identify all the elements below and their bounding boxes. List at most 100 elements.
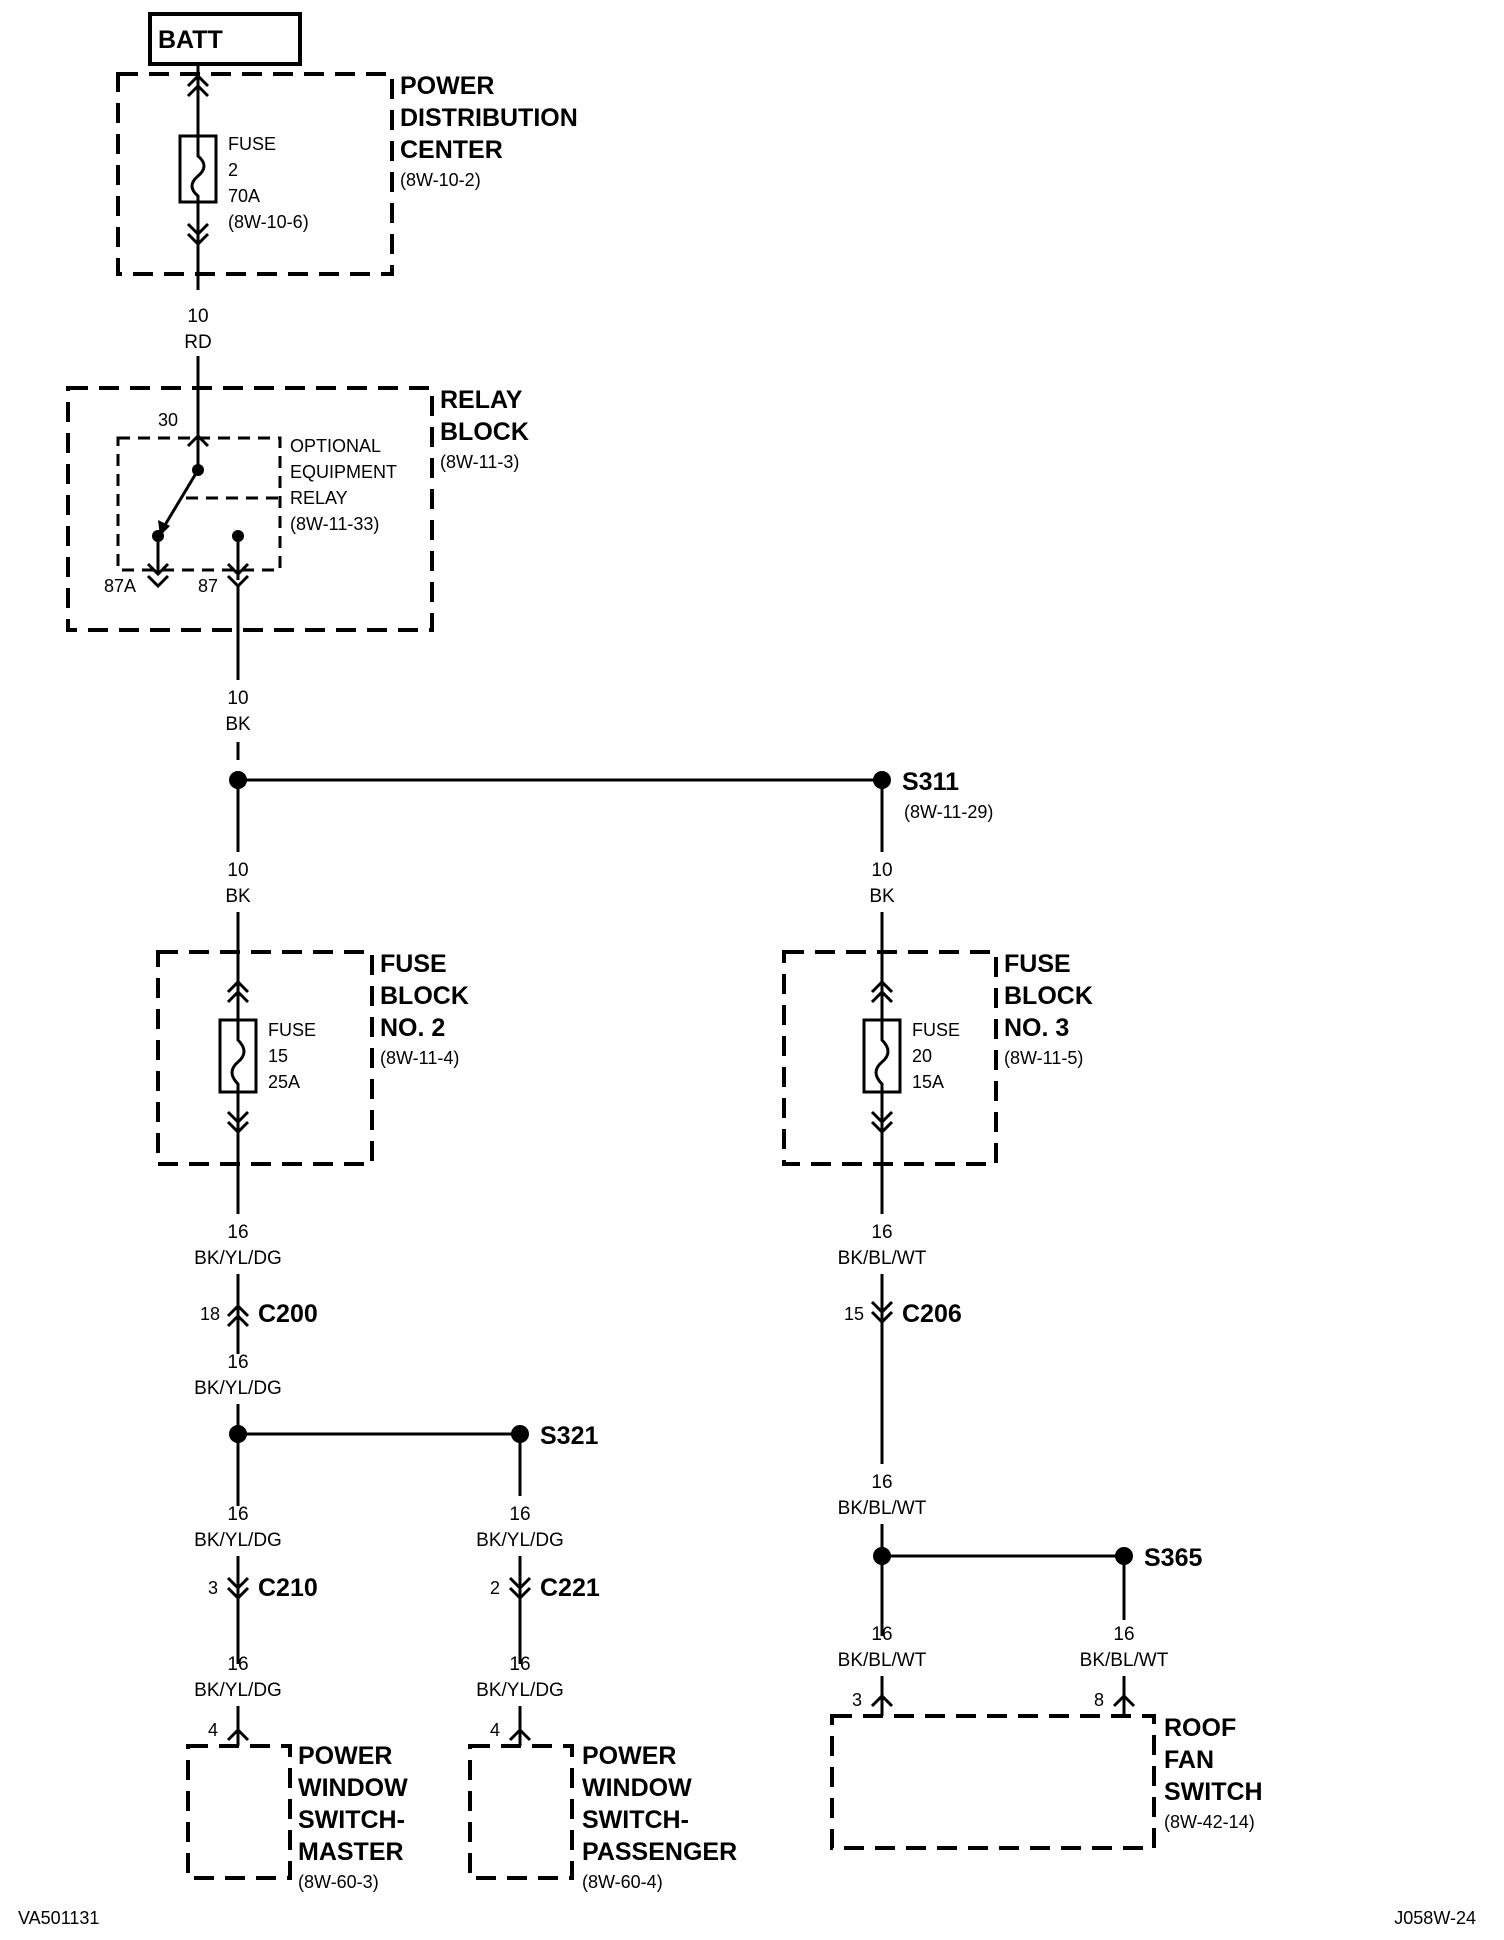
svg-text:(8W-10-6): (8W-10-6) (228, 212, 309, 232)
svg-text:(8W-42-14): (8W-42-14) (1164, 1812, 1255, 1832)
roof-fan-switch-outline (830, 1714, 1156, 1850)
svg-text:DISTRIBUTION: DISTRIBUTION (400, 104, 578, 132)
svg-text:WINDOW: WINDOW (582, 1774, 692, 1802)
pdc-label: POWER DISTRIBUTION CENTER (8W-10-2) (400, 72, 578, 190)
svg-text:FUSE: FUSE (912, 1020, 960, 1040)
relay-pin-30-connector (186, 433, 210, 448)
wire-label-10-rd: 10 RD (184, 306, 211, 353)
fuse2-element (190, 136, 206, 202)
svg-text:(8W-11-4): (8W-11-4) (380, 1048, 459, 1068)
connector-c221-label: C221 (540, 1574, 600, 1602)
svg-text:ROOF: ROOF (1164, 1714, 1236, 1742)
connector-c206 (870, 1300, 894, 1325)
svg-text:NO. 2: NO. 2 (380, 1014, 445, 1042)
connector-c210-label: C210 (258, 1574, 318, 1602)
relay-pin-87a: 87A (104, 576, 136, 596)
splice-s321-label: S321 (540, 1422, 598, 1450)
svg-text:BK: BK (869, 886, 895, 907)
relay-block-outline (66, 386, 434, 632)
connector-c221-pin: 2 (490, 1578, 500, 1598)
svg-text:BK/YL/DG: BK/YL/DG (476, 1680, 564, 1701)
svg-text:BK/BL/WT: BK/BL/WT (838, 1248, 927, 1269)
roof-fan-switch-label: ROOF FAN SWITCH (8W-42-14) (1164, 1714, 1263, 1832)
svg-text:16: 16 (871, 1222, 892, 1243)
roof-fan-pin8-connector (1112, 1693, 1136, 1708)
svg-text:CENTER: CENTER (400, 136, 503, 164)
svg-text:16: 16 (227, 1504, 248, 1525)
fuse20-element (874, 1020, 890, 1092)
wire-label-left-3: 16 BK/YL/DG (194, 1504, 282, 1551)
svg-text:BK/YL/DG: BK/YL/DG (476, 1530, 564, 1551)
power-window-switch-passenger-outline (468, 1744, 574, 1880)
fuse15-female-connector (226, 979, 250, 1004)
svg-text:SWITCH: SWITCH (1164, 1778, 1263, 1806)
svg-text:MASTER: MASTER (298, 1838, 404, 1866)
wire-label-right-2: 16 BK/BL/WT (838, 1472, 927, 1519)
svg-text:16: 16 (227, 1654, 248, 1675)
svg-text:FUSE: FUSE (268, 1020, 316, 1040)
svg-text:15: 15 (268, 1046, 288, 1066)
wire-label-right-4: 16 BK/BL/WT (1080, 1624, 1169, 1671)
svg-text:20: 20 (912, 1046, 932, 1066)
wire-label-right-3: 16 BK/BL/WT (838, 1624, 927, 1671)
power-window-master-pin: 4 (208, 1720, 218, 1740)
svg-text:NO. 3: NO. 3 (1004, 1014, 1069, 1042)
fuse-block-no3-label: FUSE BLOCK NO. 3 (8W-11-5) (1004, 950, 1093, 1068)
fuse20-label: FUSE 20 15A (912, 1020, 960, 1092)
batt-label: BATT (158, 26, 223, 54)
wire-label-10-bk-1: 10 BK (225, 688, 251, 735)
power-window-passenger-pin: 4 (490, 1720, 500, 1740)
connector-c206-label: C206 (902, 1300, 962, 1328)
svg-text:(8W-11-3): (8W-11-3) (440, 452, 519, 472)
fuse-block-no2-outline (156, 950, 374, 1166)
relay-pin-87: 87 (198, 576, 218, 596)
svg-text:BK/YL/DG: BK/YL/DG (194, 1248, 282, 1269)
svg-text:(8W-11-5): (8W-11-5) (1004, 1048, 1083, 1068)
svg-text:EQUIPMENT: EQUIPMENT (290, 462, 397, 482)
svg-text:SWITCH-: SWITCH- (582, 1806, 689, 1834)
svg-text:BK/YL/DG: BK/YL/DG (194, 1680, 282, 1701)
svg-text:10: 10 (187, 306, 208, 327)
svg-text:BK/YL/DG: BK/YL/DG (194, 1530, 282, 1551)
optional-equipment-relay-outline (116, 436, 282, 572)
svg-text:16: 16 (871, 1472, 892, 1493)
svg-text:BK/YL/DG: BK/YL/DG (194, 1378, 282, 1399)
relay-switch-arm (160, 469, 200, 531)
svg-text:16: 16 (1113, 1624, 1134, 1645)
wire-label-left-1: 16 BK/YL/DG (194, 1222, 282, 1269)
roof-fan-pin8: 8 (1094, 1690, 1104, 1710)
roof-fan-pin3: 3 (852, 1690, 862, 1710)
wire-label-10-bk-3: 10 BK (869, 860, 895, 907)
svg-text:(8W-10-2): (8W-10-2) (400, 170, 481, 190)
relay-pin-30: 30 (158, 410, 178, 430)
svg-text:RD: RD (184, 332, 211, 353)
fuse-block-no2-label: FUSE BLOCK NO. 2 (8W-11-4) (380, 950, 469, 1068)
svg-text:PASSENGER: PASSENGER (582, 1838, 737, 1866)
svg-text:15A: 15A (912, 1072, 944, 1092)
power-window-switch-master-outline (186, 1744, 292, 1880)
svg-text:BLOCK: BLOCK (440, 418, 529, 446)
svg-text:BLOCK: BLOCK (1004, 982, 1093, 1010)
svg-text:RELAY: RELAY (290, 488, 348, 508)
svg-text:FUSE: FUSE (380, 950, 447, 978)
batt-box (148, 12, 302, 66)
wire-label-right-1: 16 BK/BL/WT (838, 1222, 927, 1269)
svg-text:FAN: FAN (1164, 1746, 1214, 1774)
connector-c221 (508, 1576, 532, 1601)
power-window-passenger-pin-connector (508, 1727, 532, 1742)
connector-c206-pin: 15 (844, 1304, 864, 1324)
svg-text:BK/BL/WT: BK/BL/WT (1080, 1650, 1169, 1671)
power-window-switch-passenger-label: POWER WINDOW SWITCH- PASSENGER (8W-60-4) (582, 1742, 737, 1892)
svg-text:FUSE: FUSE (228, 134, 276, 154)
svg-text:16: 16 (227, 1222, 248, 1243)
svg-text:10: 10 (227, 860, 248, 881)
svg-text:SWITCH-: SWITCH- (298, 1806, 405, 1834)
wire-label-mid-2: 16 BK/YL/DG (476, 1654, 564, 1701)
fuse15-label: FUSE 15 25A (268, 1020, 316, 1092)
svg-text:POWER: POWER (582, 1742, 676, 1770)
svg-text:(8W-60-3): (8W-60-3) (298, 1872, 379, 1892)
power-window-switch-master-label: POWER WINDOW SWITCH- MASTER (8W-60-3) (298, 1742, 408, 1892)
fuse15-element (230, 1020, 246, 1092)
splice-s365-label: S365 (1144, 1544, 1202, 1572)
